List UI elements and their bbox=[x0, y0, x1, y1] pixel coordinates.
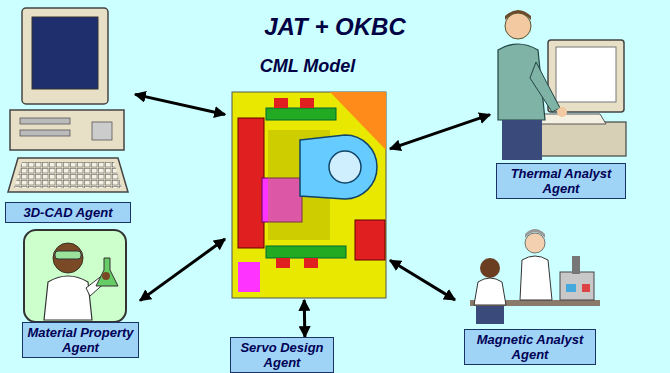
double-arrow bbox=[140, 239, 225, 301]
agent-label: Thermal Analyst Agent bbox=[496, 163, 626, 199]
agent-node: Magnetic Analyst Agent bbox=[455, 255, 600, 370]
lab-picture bbox=[470, 229, 600, 324]
thermal-analyst-picture bbox=[498, 10, 626, 160]
agent-label: 3D-CAD Agent bbox=[5, 202, 131, 223]
cml-model-picture bbox=[232, 92, 386, 298]
agent-node: Servo Design Agent bbox=[230, 337, 334, 373]
scientist-picture bbox=[24, 230, 126, 322]
agent-node: 3D-CAD Agent bbox=[5, 5, 135, 223]
double-arrow bbox=[303, 300, 307, 337]
agent-node: Material Property Agent bbox=[22, 225, 140, 365]
model-region: CML Model bbox=[225, 35, 390, 300]
agent-label: Magnetic Analyst Agent bbox=[464, 329, 596, 365]
inner-ellipse bbox=[177, 39, 493, 303]
region-title: CML Model bbox=[225, 55, 390, 77]
computer-picture bbox=[8, 8, 128, 192]
agent-node: Thermal Analyst Agent bbox=[490, 3, 630, 206]
double-arrow bbox=[135, 94, 225, 114]
double-arrow bbox=[390, 260, 455, 300]
double-arrow bbox=[390, 115, 490, 149]
region-title: JAT + OKBC bbox=[100, 13, 570, 41]
agent-label: Servo Design Agent bbox=[230, 337, 334, 373]
agent-label: Material Property Agent bbox=[22, 322, 139, 358]
